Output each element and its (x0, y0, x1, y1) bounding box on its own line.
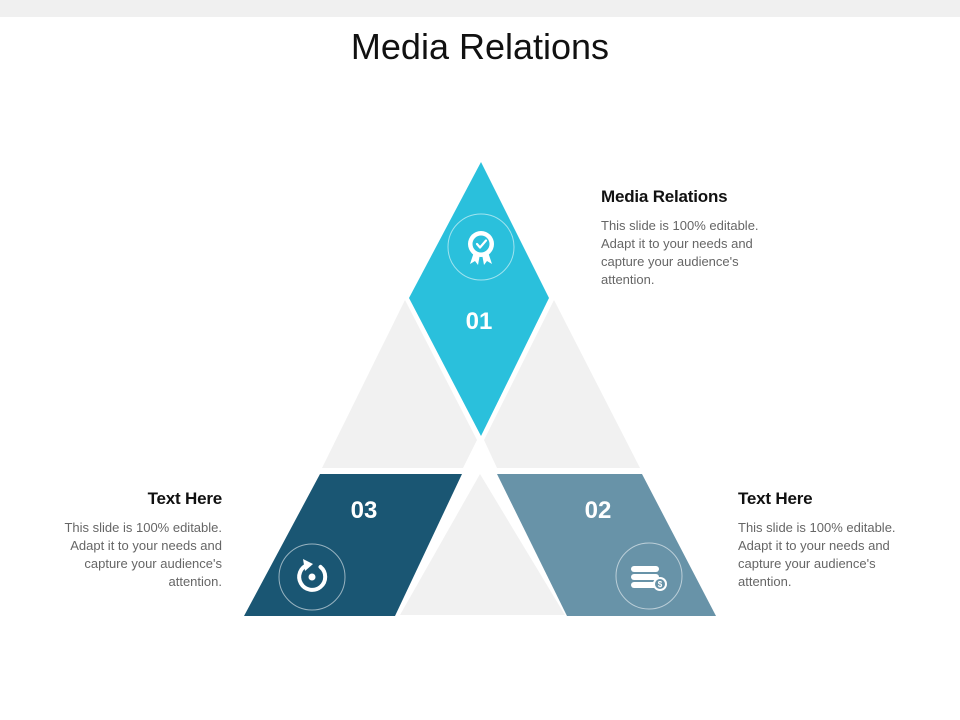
text-block-03-heading: Text Here (147, 489, 223, 508)
svg-text:$: $ (658, 580, 663, 589)
award-badge-icon (468, 231, 494, 265)
text-block-02: Text Here This slide is 100% editable. A… (738, 489, 908, 591)
text-block-02-body: This slide is 100% editable. Adapt it to… (738, 520, 896, 589)
text-block-01: Media Relations This slide is 100% edita… (601, 187, 771, 289)
segment-03-number: 03 (351, 497, 378, 524)
segment-01[interactable] (409, 162, 549, 436)
refresh-icon (297, 559, 328, 592)
text-block-02-heading: Text Here (738, 489, 813, 508)
bg-right-triangle (484, 300, 640, 468)
page-title: Media Relations (350, 26, 610, 67)
text-block-03: Text Here This slide is 100% editable. A… (52, 489, 222, 591)
top-band (0, 0, 960, 17)
segment-03-icon-ring (278, 543, 346, 611)
text-block-01-body: This slide is 100% editable. Adapt it to… (601, 218, 759, 287)
segment-01-number: 01 (466, 308, 493, 335)
text-block-01-heading: Media Relations (601, 187, 728, 206)
segment-01-icon-ring (447, 213, 515, 281)
bg-left-triangle (322, 300, 477, 468)
text-block-03-body: This slide is 100% editable. Adapt it to… (64, 520, 222, 589)
segment-02-icon-ring (615, 542, 683, 610)
coins-dollar-icon: $ (631, 566, 667, 591)
bg-center-triangle (400, 474, 565, 615)
segment-02-number: 02 (585, 497, 612, 524)
